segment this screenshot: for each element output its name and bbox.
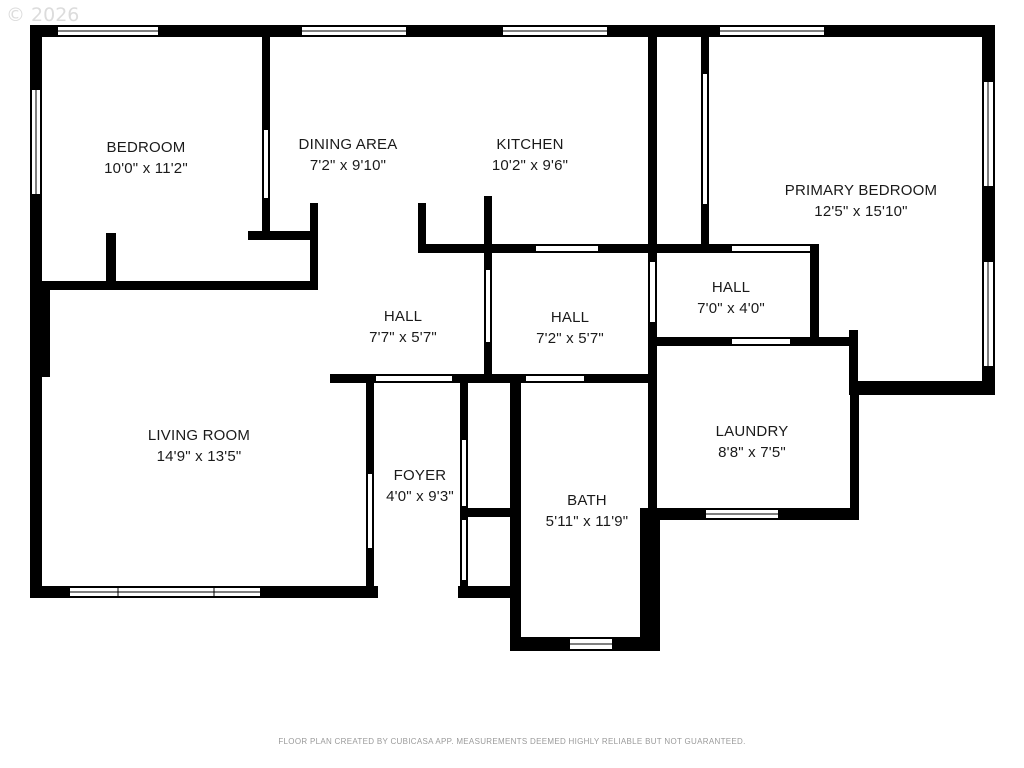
room-label-laundry: LAUNDRY 8'8" x 7'5" — [716, 421, 789, 463]
room-name: HALL — [550, 309, 590, 326]
floor-plan-disclaimer: FLOOR PLAN CREATED BY CUBICASA APP. MEAS… — [278, 737, 746, 746]
door-opening — [462, 440, 466, 506]
room-dimensions: 7'7" x 5'7" — [369, 329, 437, 346]
wall — [310, 203, 318, 288]
room-name: DINING AREA — [298, 136, 398, 153]
wall — [458, 586, 521, 598]
wall — [640, 508, 660, 651]
wall — [850, 395, 859, 520]
room-name: LIVING ROOM — [147, 427, 251, 444]
door-opening — [732, 246, 810, 251]
room-dimensions: 7'2" x 5'7" — [536, 330, 604, 347]
door-opening — [378, 586, 458, 598]
room-name: HALL — [711, 279, 751, 296]
room-label-hall-middle: HALL 7'2" x 5'7" — [536, 307, 604, 349]
wall — [466, 508, 516, 517]
wall — [850, 381, 995, 395]
room-dimensions: 5'11" x 11'9" — [545, 513, 629, 530]
room-dimensions: 12'5" x 15'10" — [814, 203, 908, 220]
door-opening — [462, 520, 466, 580]
wall — [648, 253, 657, 520]
wall — [106, 233, 116, 288]
room-label-bath: BATH 5'11" x 11'9" — [546, 490, 629, 532]
room-label-hall-left: HALL 7'7" x 5'7" — [369, 306, 437, 348]
wall — [330, 374, 650, 383]
window-lines — [35, 30, 989, 645]
room-dimensions: 4'0" x 9'3" — [386, 488, 454, 505]
door-opening — [703, 74, 707, 204]
door-opening — [650, 262, 655, 322]
door-opening — [118, 233, 248, 240]
wall — [484, 196, 492, 253]
room-label-living-room: LIVING ROOM 14'9" x 13'5" — [148, 425, 250, 467]
room-label-primary-bedroom: PRIMARY BEDROOM 12'5" x 15'10" — [785, 180, 937, 222]
room-label-kitchen: KITCHEN 10'2" x 9'6" — [492, 134, 568, 176]
door-opening — [368, 474, 372, 548]
wall — [418, 203, 426, 253]
room-dimensions: 7'0" x 4'0" — [697, 300, 765, 317]
room-label-bedroom: BEDROOM 10'0" x 11'2" — [104, 137, 188, 179]
room-name: LAUNDRY — [715, 423, 789, 440]
wall — [810, 244, 819, 343]
room-name: BEDROOM — [106, 139, 186, 156]
room-name: KITCHEN — [496, 136, 564, 153]
room-name: FOYER — [393, 467, 447, 484]
room-label-dining-area: DINING AREA 7'2" x 9'10" — [299, 134, 398, 176]
wall — [248, 231, 318, 240]
walls — [30, 25, 995, 651]
copyright-mark: © 2026 — [6, 4, 80, 26]
room-name: BATH — [567, 492, 607, 509]
wall — [648, 37, 657, 253]
wall — [849, 330, 858, 395]
door-opening — [536, 246, 598, 251]
room-dimensions: 10'2" x 9'6" — [491, 157, 569, 174]
door-opening — [526, 376, 584, 381]
room-label-hall-right: HALL 7'0" x 4'0" — [697, 277, 765, 319]
room-name: PRIMARY BEDROOM — [784, 182, 938, 199]
door-opening — [732, 339, 790, 344]
wall — [42, 281, 318, 290]
room-dimensions: 8'8" x 7'5" — [718, 444, 786, 461]
room-label-foyer: FOYER 4'0" x 9'3" — [386, 465, 454, 507]
door-opening — [486, 270, 490, 342]
room-name: HALL — [383, 308, 423, 325]
door-opening — [264, 130, 268, 198]
room-dimensions: 7'2" x 9'10" — [309, 157, 387, 174]
room-dimensions: 10'0" x 11'2" — [104, 160, 188, 177]
wall — [30, 285, 50, 377]
room-dimensions: 14'9" x 13'5" — [156, 448, 242, 465]
door-opening — [376, 376, 452, 381]
